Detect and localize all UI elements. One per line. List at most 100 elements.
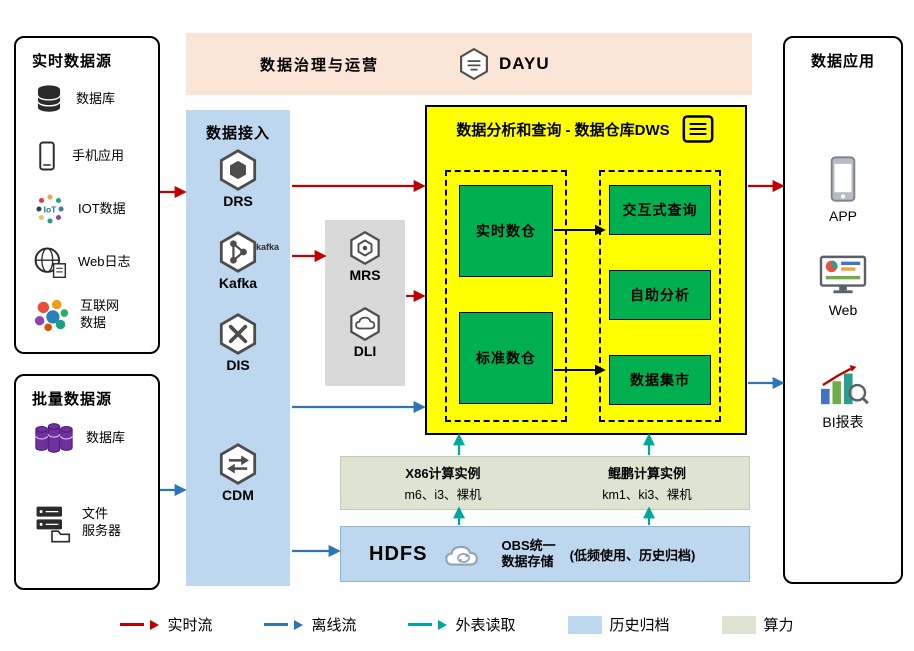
source-label: 互联网 数据 [80, 298, 120, 330]
legend-item-compute-power: 算力 [721, 614, 794, 635]
legend-arrow-line [264, 623, 289, 626]
kafka-wordmark: kafka [256, 242, 280, 252]
warehouse-group: 实时数仓 标准数仓 [445, 170, 567, 422]
service-dis: DIS [186, 312, 290, 373]
data-ingestion-panel: 数据接入 DRS kafka Kafka [186, 110, 290, 586]
service-cdm: CDM [186, 442, 290, 503]
data-ingestion-title: 数据接入 [205, 125, 270, 142]
dayu-logo: DAYU [457, 47, 550, 81]
hdfs-label: HDFS [369, 542, 428, 565]
mobile-phone-icon [39, 141, 55, 171]
database-icon [37, 85, 61, 112]
box-label: 数据集市 [630, 372, 690, 388]
x86-compute-group: X86计算实例 m6、i3、裸机 [341, 457, 545, 509]
legend-item-history-archive: 历史归档 [567, 614, 670, 635]
source-item-internet-data: 互联网 数据 [32, 296, 154, 334]
service-label: DIS [226, 357, 250, 373]
service-drs: DRS [186, 148, 290, 209]
service-dli: DLI [325, 306, 405, 359]
app-item-web: Web [785, 254, 901, 318]
legend-arrow-head [294, 619, 304, 630]
analytics-services-panel: MRS DLI [325, 220, 405, 386]
obs-storage-note: (低频使用、历史归档) [569, 547, 696, 563]
legend: 实时流 离线流 外表读取 历史归档 算力 [0, 614, 914, 635]
legend-label: 算力 [763, 617, 794, 634]
compute-group-subtitle: m6、i3、裸机 [404, 488, 482, 502]
legend-arrow-head [438, 619, 448, 630]
legend-label: 外表读取 [455, 617, 516, 634]
obs-storage-label: OBS统一 数据存储 [501, 537, 556, 569]
iot-icon: IoT [36, 194, 64, 224]
kafka-hexagon-icon [219, 231, 257, 273]
kunpeng-compute-group: 鲲鹏计算实例 km1、ki3、裸机 [545, 457, 749, 509]
web-monitor-icon [819, 255, 867, 294]
dws-ledger-icon [682, 115, 714, 143]
source-label: 数据库 [86, 429, 126, 445]
cloud-sync-icon [445, 545, 479, 566]
dli-hexagon-icon [350, 306, 380, 342]
realtime-sources-title: 实时数据源 [32, 53, 113, 70]
source-item-mobile-app: 手机应用 [32, 138, 154, 174]
source-label: IOT数据 [78, 200, 126, 216]
source-item-database: 数据库 [32, 82, 154, 116]
source-item-batch-database: 数据库 [32, 418, 154, 458]
box-label: 交互式查询 [622, 202, 698, 218]
source-label: Web日志 [78, 253, 131, 269]
dayu-logo-text: DAYU [499, 54, 550, 73]
service-kafka: kafka Kafka [186, 230, 290, 291]
compute-group-subtitle: km1、ki3、裸机 [602, 488, 692, 502]
service-mrs: MRS [325, 230, 405, 283]
service-label: DLI [353, 343, 377, 359]
drs-hexagon-icon [219, 149, 257, 191]
data-applications-panel: 数据应用 APP Web [783, 36, 903, 584]
standard-warehouse-box: 标准数仓 [459, 312, 553, 404]
service-label: Kafka [218, 275, 258, 291]
source-label: 手机应用 [72, 147, 125, 163]
source-label: 文件 服务器 [82, 506, 122, 538]
box-label: 标准数仓 [476, 350, 536, 366]
app-label: BI报表 [822, 414, 864, 430]
governance-title: 数据治理与运营 [260, 56, 380, 74]
compute-instances-strip: X86计算实例 m6、i3、裸机 鲲鹏计算实例 km1、ki3、裸机 [340, 456, 750, 510]
query-services-group: 交互式查询 自助分析 数据集市 [599, 170, 721, 422]
svg-text:IoT: IoT [44, 204, 58, 214]
cdm-hexagon-icon [219, 443, 257, 485]
purple-databases-icon [35, 423, 73, 453]
app-item-bi-report: BI报表 [785, 364, 901, 432]
governance-bar: 数据治理与运营 DAYU [186, 33, 752, 95]
legend-item-offline-flow: 离线流 [264, 614, 356, 635]
self-service-analysis-box: 自助分析 [609, 270, 711, 320]
legend-arrow-line [408, 623, 433, 626]
mrs-hexagon-icon [350, 230, 380, 266]
service-label: MRS [349, 267, 381, 283]
compute-group-title: 鲲鹏计算实例 [607, 466, 686, 481]
box-label: 自助分析 [630, 287, 690, 303]
source-item-iot: IoT IOT数据 [32, 192, 154, 226]
realtime-warehouse-box: 实时数仓 [459, 185, 553, 277]
app-item-mobile: APP [785, 154, 901, 224]
legend-label: 离线流 [311, 617, 357, 634]
app-phone-icon [830, 156, 856, 202]
legend-swatch [721, 615, 756, 634]
dis-hexagon-icon [219, 313, 257, 355]
batch-sources-panel: 批量数据源 数据库 文件 服务器 [14, 374, 160, 590]
dayu-hexagon-icon [460, 47, 488, 81]
compute-group-title: X86计算实例 [405, 466, 481, 481]
dws-title: 数据分析和查询 - 数据仓库DWS [456, 121, 670, 139]
service-label: CDM [222, 487, 254, 503]
dws-title-row: 数据分析和查询 - 数据仓库DWS [427, 114, 745, 144]
data-mart-box: 数据集市 [609, 355, 711, 405]
legend-label: 实时流 [167, 617, 213, 634]
legend-item-external-read: 外表读取 [408, 614, 516, 635]
bi-report-icon [821, 364, 869, 405]
legend-arrow-head [150, 619, 160, 630]
data-applications-title: 数据应用 [810, 53, 875, 70]
interactive-query-box: 交互式查询 [609, 185, 711, 235]
hdfs-obs-storage-strip: HDFS OBS统一 数据存储 (低频使用、历史归档) [340, 526, 750, 582]
dws-warehouse-panel: 数据分析和查询 - 数据仓库DWS 实时数仓 标准数仓 交互式查询 自助分析 [425, 105, 747, 435]
service-label: DRS [223, 193, 253, 209]
file-server-icon [36, 506, 71, 543]
batch-sources-title: 批量数据源 [32, 391, 113, 408]
app-label: Web [828, 302, 858, 318]
source-item-file-server: 文件 服务器 [32, 502, 154, 544]
